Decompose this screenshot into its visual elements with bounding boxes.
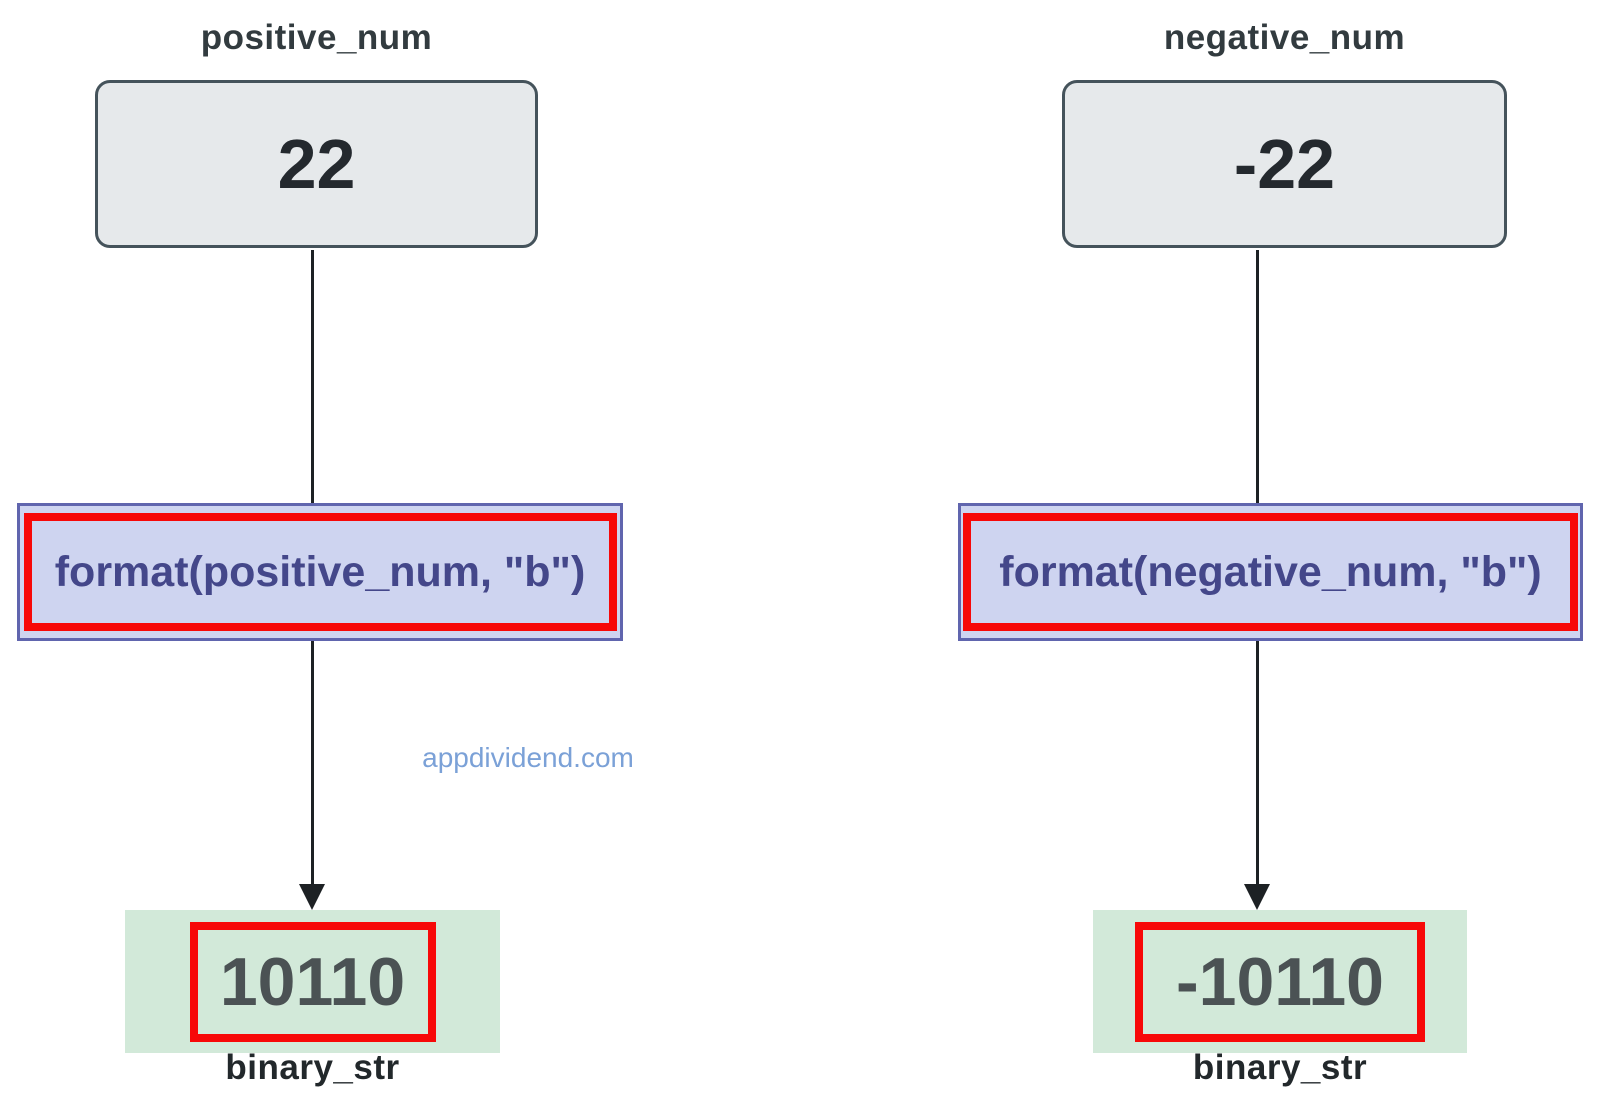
format-call-text-negative: format(negative_num, "b") <box>999 547 1542 596</box>
result-label-negative: binary_str <box>1192 1048 1368 1087</box>
result-text-positive: 10110 <box>219 943 406 1020</box>
variable-label-negative-num: negative_num <box>1163 18 1406 57</box>
result-box-negative: -10110 <box>1093 910 1467 1053</box>
watermark: appdividend.com <box>422 742 634 773</box>
result-box-positive: 10110 <box>125 910 500 1053</box>
result-label-positive: binary_str <box>225 1048 400 1087</box>
connector-line-positive-bottom <box>311 641 314 888</box>
value-text-positive: 22 <box>277 125 356 203</box>
value-box-positive: 22 <box>95 80 538 248</box>
highlight-frame-negative-result: -10110 <box>1135 921 1425 1042</box>
arrow-down-icon <box>299 884 325 910</box>
value-text-negative: -22 <box>1233 125 1336 203</box>
format-call-text-positive: format(positive_num, "b") <box>54 547 586 596</box>
value-box-negative: -22 <box>1062 80 1507 248</box>
connector-line-negative-top <box>1256 250 1259 505</box>
result-text-negative: -10110 <box>1176 943 1384 1020</box>
connector-line-negative-bottom <box>1256 641 1259 888</box>
highlight-frame-positive-format: format(positive_num, "b") <box>23 513 617 631</box>
highlight-frame-negative-format: format(negative_num, "b") <box>963 513 1578 631</box>
connector-line-positive-top <box>311 250 314 505</box>
variable-label-positive-num: positive_num <box>200 18 433 57</box>
format-call-box-negative: format(negative_num, "b") <box>958 503 1583 641</box>
highlight-frame-positive-result: 10110 <box>189 921 436 1042</box>
format-call-box-positive: format(positive_num, "b") <box>17 503 623 641</box>
arrow-down-icon <box>1244 884 1270 910</box>
